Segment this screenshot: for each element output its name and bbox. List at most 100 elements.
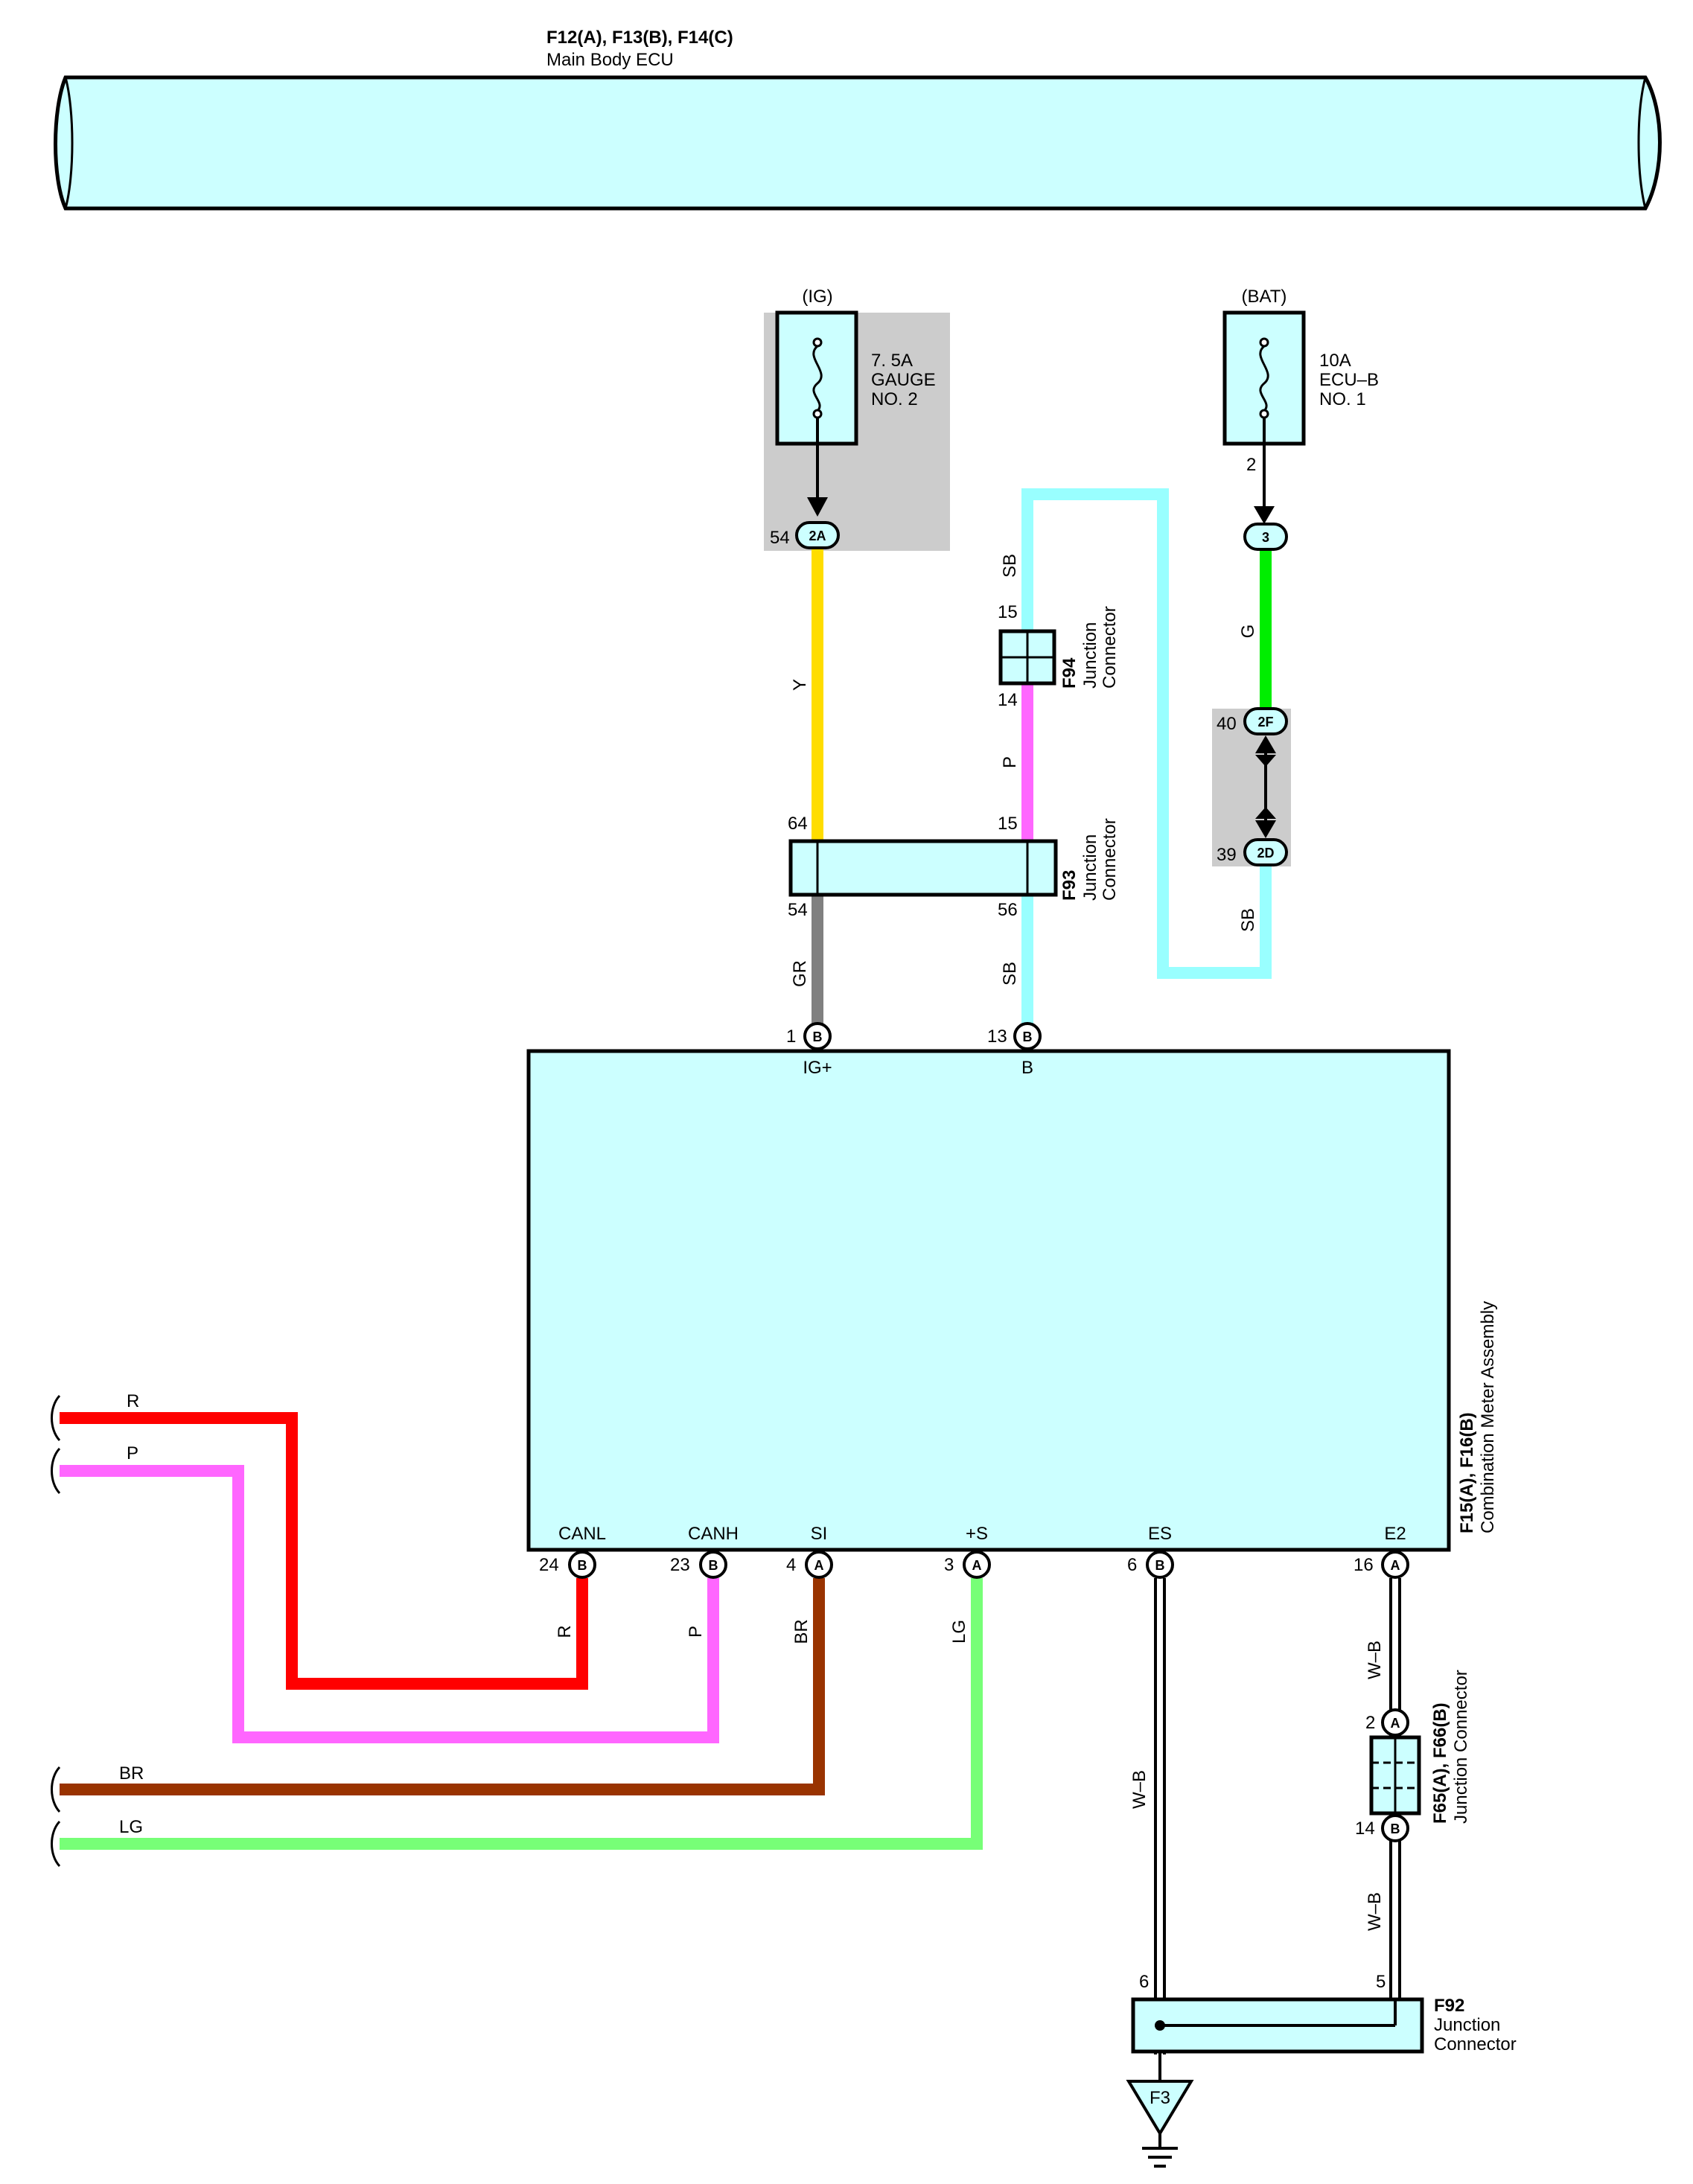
terminal-2f: 2F 40 xyxy=(1217,707,1288,735)
terminal-2a: 2A 54 xyxy=(770,521,840,549)
wire-p xyxy=(60,1465,719,1743)
meter-pin-ig-number: 1 xyxy=(786,1026,796,1047)
meter-pin-es-term: B xyxy=(1155,1558,1165,1573)
combination-meter-box xyxy=(526,1049,1451,1552)
meter-pin-plus-s-label: +S xyxy=(966,1524,988,1544)
fuse-ig: (IG) 7. 5A GAUGE NO. 2 xyxy=(775,287,936,517)
terminal-2f-pin: 40 xyxy=(1217,714,1237,734)
fuse-ig-icon xyxy=(812,337,823,419)
fuse-ig-name: GAUGE xyxy=(871,370,936,390)
main-body-ecu-right-break xyxy=(1637,77,1647,209)
wire-label-p-vert: P xyxy=(686,1626,706,1638)
connector-f65-name: Junction Connector xyxy=(1451,1670,1471,1824)
connector-f92-id: F92 xyxy=(1434,1996,1464,2016)
wire-break-marks xyxy=(51,1394,61,1868)
connector-f94: 15 14 F94 Junction Connector xyxy=(998,602,1120,710)
connector-f92-pin-left: 6 xyxy=(1139,1972,1149,1992)
wire-label-wb-es: W–B xyxy=(1129,1770,1150,1809)
connector-f94-name2: Connector xyxy=(1100,606,1120,689)
meter-pin-canh-number: 23 xyxy=(670,1555,690,1575)
fuse-ig-box xyxy=(775,310,858,446)
meter-pin-es-number: 6 xyxy=(1127,1555,1137,1575)
wire-labels: SB Y P GR SB G SB R P BR LG R P BR LG W–… xyxy=(119,554,1385,1931)
wire-label-p-left: P xyxy=(127,1443,138,1463)
meter-pin-canl: CANL B 24 xyxy=(539,1524,606,1579)
meter-pin-e2: E2 A 16 xyxy=(1354,1524,1409,1579)
meter-pin-ig: B 1 IG+ xyxy=(786,1022,832,1078)
wire-label-sb-f93: SB xyxy=(1000,962,1020,986)
meter-pin-es: ES B 6 xyxy=(1127,1524,1174,1579)
meter-pin-b: B 13 B xyxy=(987,1022,1042,1078)
fuse-bat-pin: 2 xyxy=(1246,455,1256,475)
connector-f92-pin-right: 5 xyxy=(1376,1972,1386,1992)
meter-pin-e2-number: 16 xyxy=(1354,1555,1374,1575)
meter-pin-canh-label: CANH xyxy=(688,1524,739,1544)
connector-f94-name1: Junction xyxy=(1080,622,1100,689)
wire-label-g: G xyxy=(1238,625,1258,639)
main-body-ecu-box xyxy=(54,75,1662,211)
connector-f65-pin-top: 2 xyxy=(1365,1713,1375,1733)
connector-f65-pin-bottom: 14 xyxy=(1355,1819,1375,1839)
wire-lg xyxy=(60,1578,983,1850)
meter-pin-canl-label: CANL xyxy=(558,1524,606,1544)
combination-meter-name: Combination Meter Assembly xyxy=(1478,1301,1498,1533)
combination-meter-id: F15(A), F16(B) xyxy=(1457,1412,1477,1533)
wire-br xyxy=(60,1578,825,1795)
combination-meter: F15(A), F16(B) Combination Meter Assembl… xyxy=(526,1022,1498,1579)
wire-r xyxy=(60,1412,588,1690)
meter-pin-e2-term: A xyxy=(1391,1558,1400,1573)
connector-f93: 64 15 54 56 F93 Junction Connector xyxy=(788,814,1120,920)
meter-pin-si: SI A 4 xyxy=(786,1524,833,1579)
connector-f94-id: F94 xyxy=(1059,657,1080,689)
connector-f93-name1: Junction xyxy=(1080,834,1100,901)
connector-f92-name1: Junction xyxy=(1434,2015,1500,2035)
wire-label-gr: GR xyxy=(790,960,810,987)
meter-pin-ig-term: B xyxy=(813,1029,823,1044)
connector-f65-id: F65(A), F66(B) xyxy=(1430,1702,1450,1824)
terminal-2a-code: 2A xyxy=(809,529,826,543)
meter-pin-canl-number: 24 xyxy=(539,1555,559,1575)
main-body-ecu-title: F12(A), F13(B), F14(C) xyxy=(546,28,733,48)
meter-pin-canh: CANH B 23 xyxy=(670,1524,739,1579)
fuse-ig-rating: 7. 5A xyxy=(871,351,913,371)
connector-f93-pin-br: 56 xyxy=(998,900,1018,920)
connector-f65-term-bottom: B xyxy=(1391,1821,1400,1836)
meter-pin-es-label: ES xyxy=(1148,1524,1172,1544)
connector-f94-pin-top: 15 xyxy=(998,602,1018,622)
fuse-bat: (BAT) 10A ECU–B NO. 1 2 xyxy=(1222,287,1379,524)
connector-f93-pin-tr: 15 xyxy=(998,814,1018,834)
wire-label-wb-e2-bottom: W–B xyxy=(1365,1892,1385,1931)
fuse-bat-rating: 10A xyxy=(1319,351,1351,371)
terminal-2a-pin: 54 xyxy=(770,528,790,548)
wire-label-p-f94: P xyxy=(1000,756,1020,768)
terminal-2f-code: 2F xyxy=(1257,715,1273,729)
ground-icon xyxy=(1126,2080,1194,2136)
fuse-bat-icon xyxy=(1259,337,1269,419)
wire-label-br-vert: BR xyxy=(791,1619,812,1644)
wire-label-wb-e2-top: W–B xyxy=(1365,1641,1385,1679)
connector-f94-pin-bottom: 14 xyxy=(998,690,1018,710)
wire-label-br-left: BR xyxy=(119,1763,144,1784)
meter-pin-canl-term: B xyxy=(578,1558,587,1573)
meter-pin-si-label: SI xyxy=(811,1524,828,1544)
meter-pin-plus-s-number: 3 xyxy=(944,1555,954,1575)
connector-f92: 6 5 F92 Junction Connector xyxy=(1131,1972,1517,2054)
terminal-2d-pin: 39 xyxy=(1217,845,1237,865)
wire-sb-loop xyxy=(1021,488,1272,979)
fuse-bat-header: (BAT) xyxy=(1242,287,1287,307)
meter-pin-b-term: B xyxy=(1023,1029,1033,1044)
fuse-bat-arrow xyxy=(1254,506,1275,524)
wire-label-sb-top: SB xyxy=(1000,554,1020,578)
fuse-ig-arrow xyxy=(807,497,828,517)
connector-f92-name2: Connector xyxy=(1434,2034,1517,2054)
connector-f93-pin-tl: 64 xyxy=(788,814,808,834)
meter-pin-plus-s-term: A xyxy=(972,1558,982,1573)
terminal-3: 3 xyxy=(1243,523,1288,551)
meter-pin-b-label: B xyxy=(1021,1058,1033,1078)
wire-label-r-left: R xyxy=(127,1391,139,1411)
wire-label-lg-vert: LG xyxy=(949,1620,969,1644)
connector-f65-term-top: A xyxy=(1391,1716,1400,1731)
fuse-bat-name: ECU–B xyxy=(1319,370,1379,390)
